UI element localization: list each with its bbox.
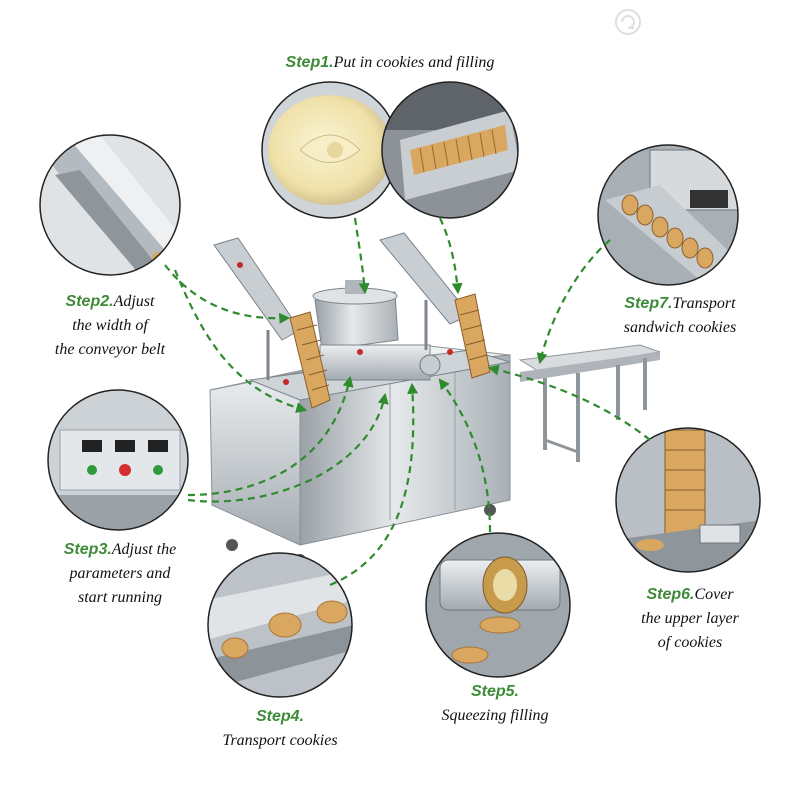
left-cookie-chute bbox=[213, 237, 331, 409]
detail-cookie-stack-circle bbox=[381, 81, 519, 219]
detail-cover-upper-layer-circle bbox=[615, 427, 761, 573]
arrow-step2-a bbox=[164, 264, 291, 324]
step6-label: Step6. bbox=[646, 586, 695, 603]
right-cookie-chute bbox=[379, 232, 491, 379]
arrow-step3-a bbox=[187, 375, 354, 497]
output-conveyor bbox=[518, 344, 661, 462]
step2-label: Step2. bbox=[65, 293, 114, 310]
filling-hopper bbox=[312, 280, 441, 381]
step1-label: Step1. bbox=[285, 54, 334, 71]
arrow-step2-b bbox=[173, 269, 308, 414]
flow-arrows bbox=[164, 217, 651, 587]
start-button-icon bbox=[87, 465, 97, 475]
detail-conveyor-width-circle bbox=[39, 134, 181, 276]
arrow-step3-b bbox=[187, 392, 389, 503]
sandwich-machine bbox=[209, 232, 661, 566]
arrow-step4 bbox=[329, 382, 419, 587]
run-button-icon bbox=[153, 465, 163, 475]
detail-filling-circle bbox=[261, 81, 399, 219]
step7-label: Step7. bbox=[624, 295, 673, 312]
caption-step3: Step3.Adjust the parameters and start ru… bbox=[63, 541, 177, 606]
arrow-step7 bbox=[536, 239, 611, 365]
caption-step1: Step1.Put in cookies and filling bbox=[240, 51, 540, 75]
step4-label: Step4. bbox=[255, 708, 304, 725]
arrow-step6 bbox=[487, 364, 651, 441]
caption-step2: Step2.Adjust the width of the conveyor b… bbox=[54, 293, 166, 358]
step1-text: Put in cookies and filling bbox=[333, 54, 495, 71]
caption-step5: Step5. Squeezing filling bbox=[410, 680, 580, 728]
step3-label: Step3. bbox=[63, 541, 112, 558]
detail-control-panel-circle bbox=[47, 389, 189, 531]
stop-button-icon bbox=[119, 464, 131, 476]
detail-sandwich-transport-circle bbox=[597, 144, 739, 286]
machine-body bbox=[209, 371, 301, 546]
logo-watermark-icon bbox=[615, 9, 641, 35]
arrow-step1-cookies bbox=[438, 217, 463, 295]
caption-step6: Step6.Cover the upper layer of cookies bbox=[641, 586, 739, 651]
arrow-step5 bbox=[438, 378, 492, 533]
arrow-step1-filling bbox=[353, 217, 370, 295]
caption-step7: Step7.Transport sandwich cookies bbox=[623, 295, 737, 336]
caption-step4: Step4. Transport cookies bbox=[190, 705, 370, 753]
step5-label: Step5. bbox=[470, 683, 519, 700]
detail-transport-cookies-circle bbox=[207, 552, 353, 698]
detail-squeezing-filling-circle bbox=[425, 532, 571, 678]
